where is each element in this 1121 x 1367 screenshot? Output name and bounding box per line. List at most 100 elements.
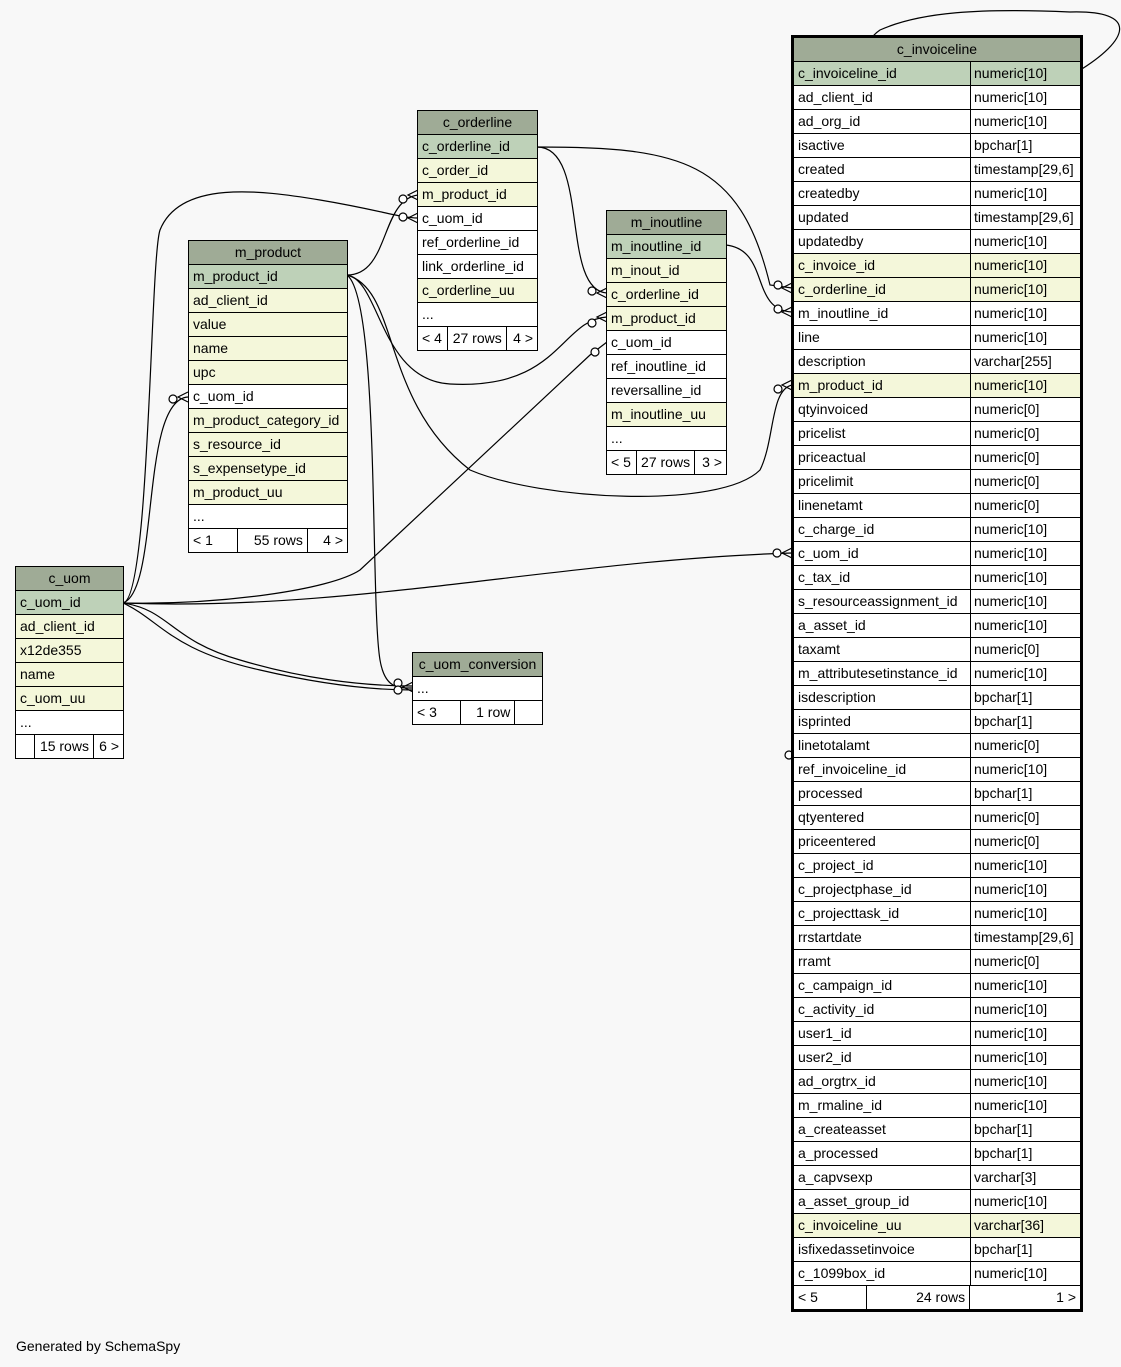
column-row[interactable]: m_inoutline_id xyxy=(607,235,726,259)
column-row[interactable]: value xyxy=(189,313,347,337)
column-row[interactable]: m_product_category_id xyxy=(189,409,347,433)
column-row[interactable]: ad_client_id xyxy=(189,289,347,313)
column-row[interactable]: c_orderline_uu xyxy=(418,279,537,303)
column-row[interactable]: m_product_id xyxy=(607,307,726,331)
column-row[interactable]: ref_orderline_id xyxy=(418,231,537,255)
column-row[interactable]: s_expensetype_id xyxy=(189,457,347,481)
column-row[interactable]: link_orderline_id xyxy=(418,255,537,279)
column-row[interactable]: c_orderline_id xyxy=(418,135,537,159)
column-row[interactable]: ... xyxy=(607,427,726,451)
column-row[interactable]: c_orderline_id xyxy=(607,283,726,307)
column-row[interactable]: ... xyxy=(413,677,542,701)
column-row[interactable]: m_inoutline_uu xyxy=(607,403,726,427)
column-row[interactable]: x12de355 xyxy=(16,639,123,663)
column-row[interactable]: ... xyxy=(189,505,347,529)
parents-link[interactable]: < 5 xyxy=(607,451,638,474)
column-row[interactable]: m_product_id xyxy=(189,265,347,289)
children-link[interactable] xyxy=(515,701,542,724)
column-row[interactable]: ref_inoutline_id xyxy=(607,355,726,379)
column-row[interactable]: name xyxy=(16,663,123,687)
children-link[interactable]: 4 > xyxy=(323,532,343,548)
children-link[interactable]: 1 > xyxy=(1056,1289,1076,1305)
column-row[interactable]: c_uom_id xyxy=(418,207,537,231)
column-row[interactable]: ad_client_id xyxy=(16,615,123,639)
parents-link[interactable]: < 5 xyxy=(794,1286,867,1309)
column-row[interactable]: s_resource_id xyxy=(189,433,347,457)
column-row[interactable]: reversalline_id xyxy=(607,379,726,403)
children-link[interactable]: 4 > xyxy=(513,330,533,346)
column-row[interactable]: m_product_id xyxy=(418,183,537,207)
parents-link[interactable]: < 1 xyxy=(189,529,239,552)
children-link[interactable]: 3 > xyxy=(702,454,722,470)
column-row[interactable]: upc xyxy=(189,361,347,385)
parents-link[interactable]: < 4 xyxy=(418,327,449,350)
column-row[interactable]: c_uom_id xyxy=(607,331,726,355)
column-row[interactable]: c_uom_uu xyxy=(16,687,123,711)
column-row[interactable]: c_uom_id xyxy=(16,591,123,615)
column-row[interactable]: c_order_id xyxy=(418,159,537,183)
children-link[interactable]: 6 > xyxy=(99,738,119,754)
column-row[interactable]: ... xyxy=(16,711,123,735)
parents-link[interactable]: < 3 xyxy=(413,701,461,724)
column-row[interactable]: m_inout_id xyxy=(607,259,726,283)
column-row[interactable]: m_product_uu xyxy=(189,481,347,505)
parents-link[interactable] xyxy=(16,735,36,758)
column-row[interactable]: name xyxy=(189,337,347,361)
column-row[interactable]: ... xyxy=(418,303,537,327)
